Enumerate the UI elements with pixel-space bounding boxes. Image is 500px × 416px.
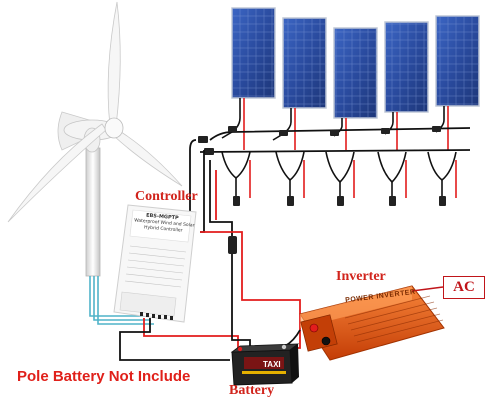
- solar-panel-icon: [333, 27, 378, 119]
- battery-label: Battery: [229, 383, 275, 398]
- wind-wiring: [89, 276, 154, 325]
- controller-icon: [113, 204, 197, 323]
- battery-brand-text: TAXI: [263, 360, 281, 369]
- pole-battery-note: Pole Battery Not Include: [17, 368, 191, 385]
- inverter-label: Inverter: [336, 269, 386, 284]
- solar-panel-icon: [282, 17, 327, 109]
- battery-icon: [230, 343, 300, 386]
- solar-panel-icon: [435, 15, 480, 107]
- ac-output-box: AC: [443, 276, 485, 299]
- inverter-icon: [299, 285, 445, 361]
- solar-array: [231, 7, 480, 119]
- ac-label: AC: [453, 279, 475, 295]
- panel-wiring: [198, 98, 471, 206]
- solar-panel-icon: [231, 7, 276, 99]
- solar-panel-icon: [384, 21, 429, 113]
- ac-output-line: [411, 286, 444, 292]
- controller-label: Controller: [135, 189, 198, 204]
- wind-turbine-icon: [7, 1, 183, 277]
